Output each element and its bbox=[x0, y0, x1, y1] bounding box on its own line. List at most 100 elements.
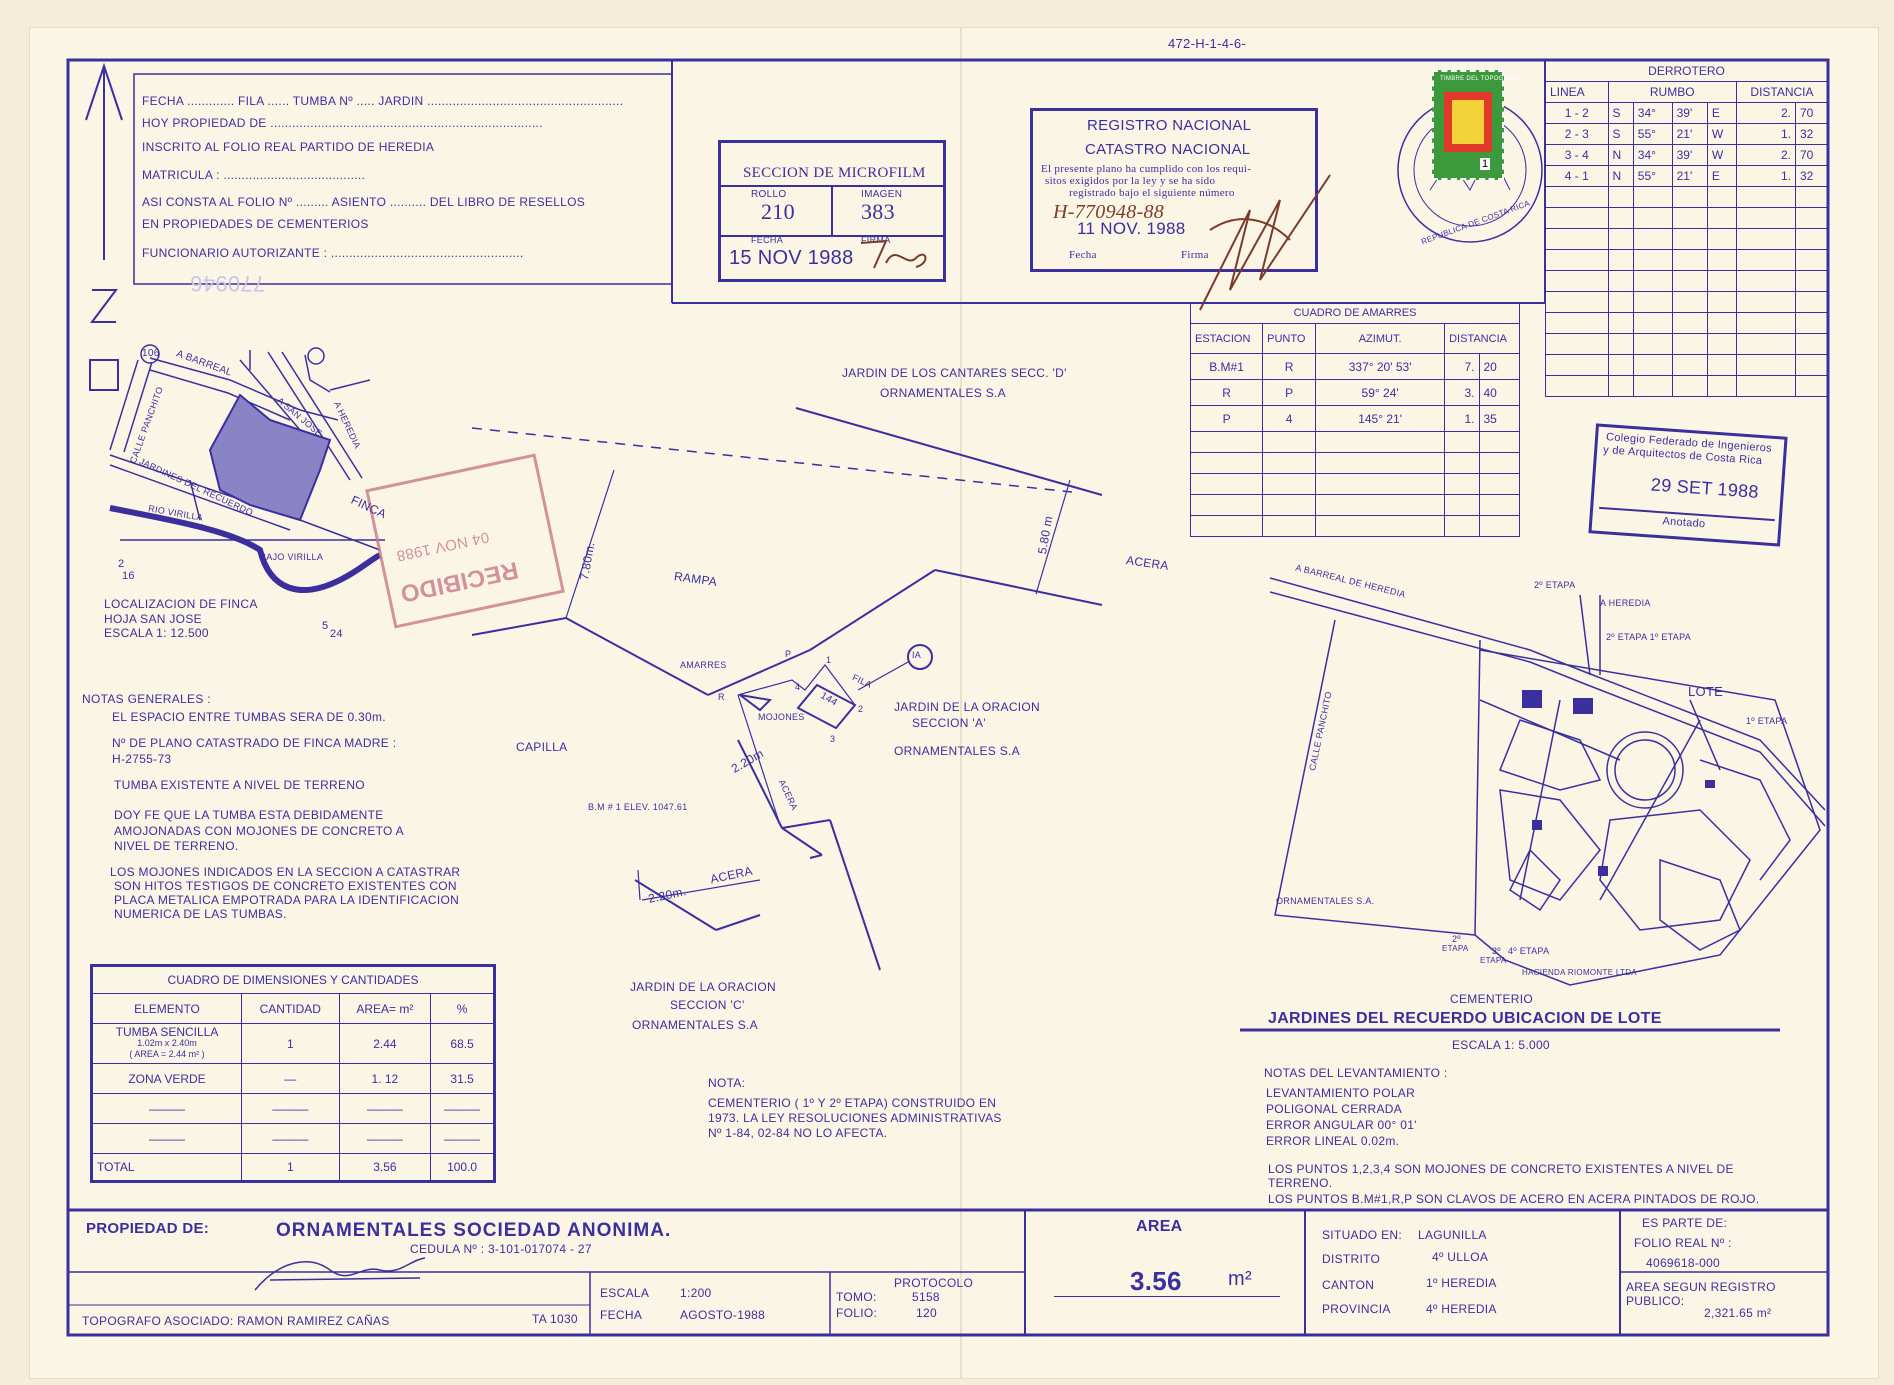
imagen-value: 383 bbox=[861, 199, 895, 224]
point-3: 3 bbox=[830, 734, 836, 744]
lev-puntos-1: LOS PUNTOS 1,2,3,4 SON MOJONES DE CONCRE… bbox=[1268, 1162, 1734, 1176]
site-label-etapa-b1: 2º bbox=[1452, 934, 1461, 944]
table-row: 3 - 4 N 34° 39' W 2. 70 bbox=[1545, 144, 1829, 166]
area-registro-label-2: PUBLICO: bbox=[1626, 1294, 1685, 1308]
grid-left-top: 2 bbox=[118, 558, 125, 570]
note-4c: NIVEL DE TERRENO. bbox=[114, 839, 239, 853]
table-row: R P 59° 24' 3. 40 bbox=[1189, 379, 1520, 406]
site-label-heredia: A HEREDIA bbox=[1600, 598, 1651, 608]
cell: P bbox=[1189, 405, 1264, 432]
grid-right-bottom: 24 bbox=[330, 628, 343, 640]
label-cantares-1: JARDIN DE LOS CANTARES SECC. 'D' bbox=[842, 366, 1067, 380]
table-row: B.M#1 R 337° 20' 53' 7. 20 bbox=[1189, 353, 1520, 380]
cell: W bbox=[1706, 123, 1737, 145]
lev-title: NOTAS DEL LEVANTAMIENTO : bbox=[1264, 1066, 1448, 1080]
note-1: EL ESPACIO ENTRE TUMBAS SERA DE 0.30m. bbox=[112, 710, 386, 724]
dim-header-cantidad: CANTIDAD bbox=[241, 993, 340, 1024]
table-row: TUMBA SENCILLA 1.02m x 2.40m ( AREA = 2.… bbox=[91, 1023, 495, 1064]
form-line-asiento: ASI CONSTA AL FOLIO Nº ......... ASIENTO… bbox=[142, 195, 586, 209]
situado-label: SITUADO EN: bbox=[1322, 1228, 1402, 1242]
registro-date: 11 NOV. 1988 bbox=[1077, 219, 1186, 238]
cell: TUMBA SENCILLA 1.02m x 2.40m ( AREA = 2.… bbox=[91, 1023, 242, 1064]
cell: 1. bbox=[1735, 123, 1796, 145]
dim-sub2-0: ( AREA = 2.44 m² ) bbox=[129, 1049, 205, 1059]
note-3: TUMBA EXISTENTE A NIVEL DE TERRENO bbox=[114, 778, 365, 792]
fiscal-stamp-value: 1 bbox=[1480, 158, 1491, 170]
map-label-106: 106 bbox=[142, 348, 160, 359]
fiscal-stamp-label: TIMBRE DEL TOPOGRAFO bbox=[1440, 76, 1522, 82]
cell: ——— bbox=[430, 1093, 495, 1124]
lev-line-2: POLIGONAL CERRADA bbox=[1266, 1102, 1403, 1116]
site-label-etapa-b4: 4º ETAPA bbox=[1508, 946, 1550, 956]
map-caption-1: LOCALIZACION DE FINCA bbox=[104, 597, 258, 611]
registro-firma-label: Firma bbox=[1181, 249, 1209, 261]
label-amarres: AMARRES bbox=[680, 660, 727, 670]
form-line-cementerios: EN PROPIEDADES DE CEMENTERIOS bbox=[142, 217, 369, 231]
cell: 21' bbox=[1671, 165, 1708, 187]
cell: ——— bbox=[338, 1093, 432, 1124]
grid-right-top: 5 bbox=[322, 620, 329, 632]
cell: N bbox=[1607, 165, 1634, 187]
site-label-etapa1: 1º ETAPA bbox=[1746, 716, 1788, 726]
cell: 3.56 bbox=[338, 1153, 432, 1182]
cell: 20 bbox=[1478, 353, 1520, 380]
recibido-word: RECIBIDO bbox=[397, 555, 521, 608]
label-oracion-a-1: JARDIN DE LA ORACION bbox=[894, 700, 1041, 714]
cell: ——— bbox=[241, 1093, 340, 1124]
registro-stamp: REGISTRO NACIONAL CATASTRO NACIONAL El p… bbox=[1030, 108, 1318, 272]
lev-line-4: ERROR LINEAL 0.02m. bbox=[1266, 1134, 1400, 1148]
site-label-etapa-b3: 3º bbox=[1492, 946, 1501, 956]
dimensiones-title: CUADRO DE DIMENSIONES Y CANTIDADES bbox=[91, 965, 495, 994]
note-5c: PLACA METALICA EMPOTRADA PARA LA IDENTIF… bbox=[114, 893, 460, 907]
cell: 7. bbox=[1444, 353, 1480, 380]
cell: 4 bbox=[1262, 405, 1317, 432]
note-5b: SON HITOS TESTIGOS DE CONCRETO EXISTENTE… bbox=[114, 879, 457, 893]
table-row: TOTAL 1 3.56 100.0 bbox=[91, 1153, 495, 1182]
amarres-header-distancia: DISTANCIA bbox=[1444, 323, 1520, 354]
point-2: 2 bbox=[858, 704, 864, 714]
point-1: 1 bbox=[826, 655, 832, 665]
area-registro-value: 2,321.65 m² bbox=[1704, 1306, 1772, 1320]
site-escala: ESCALA 1: 5.000 bbox=[1452, 1038, 1550, 1052]
canton-label: CANTON bbox=[1322, 1278, 1375, 1292]
cell: ——— bbox=[91, 1123, 242, 1154]
cell: 55° bbox=[1632, 123, 1673, 145]
cell: E bbox=[1706, 102, 1737, 124]
propietario: ORNAMENTALES SOCIEDAD ANONIMA. bbox=[276, 1220, 672, 1241]
area-registro-label-1: AREA SEGUN REGISTRO bbox=[1626, 1280, 1776, 1294]
registro-body-3: registrado bajo el siguiente número bbox=[1069, 187, 1235, 199]
nota-title: NOTA: bbox=[708, 1076, 746, 1090]
tomo-label: TOMO: bbox=[836, 1290, 877, 1304]
notes-title: NOTAS GENERALES : bbox=[82, 692, 211, 706]
cell: R bbox=[1262, 353, 1317, 380]
area-unit: m² bbox=[1228, 1268, 1252, 1290]
cell: 1 - 2 bbox=[1545, 102, 1609, 124]
registro-body-1: El presente plano ha cumplido con los re… bbox=[1041, 163, 1252, 175]
site-label-ornamentales: ORNAMENTALES S.A. bbox=[1276, 896, 1375, 906]
topografo: TOPOGRAFO ASOCIADO: RAMON RAMIREZ CAÑAS bbox=[82, 1314, 390, 1328]
lev-puntos-2: TERRENO. bbox=[1268, 1176, 1333, 1190]
area-value: 3.56 bbox=[1130, 1266, 1182, 1296]
situado-value: LAGUNILLA bbox=[1418, 1228, 1487, 1242]
site-label-etapa-b2: ETAPA bbox=[1442, 944, 1469, 953]
cell: 35 bbox=[1478, 405, 1520, 432]
amarres-header-azimut: AZIMUT. bbox=[1315, 323, 1446, 354]
cell: 70 bbox=[1794, 102, 1829, 124]
canton-value: 1º HEREDIA bbox=[1426, 1276, 1497, 1290]
ta-number: TA 1030 bbox=[532, 1312, 578, 1326]
provincia-label: PROVINCIA bbox=[1322, 1302, 1391, 1316]
registro-title-1: REGISTRO NACIONAL bbox=[1087, 117, 1252, 134]
cell: 55° bbox=[1632, 165, 1673, 187]
colegio-stamp: Colegio Federado de Ingenieros y de Arqu… bbox=[1588, 423, 1788, 547]
note-5a: LOS MOJONES INDICADOS EN LA SECCION A CA… bbox=[110, 865, 461, 879]
label-oracion-c-1: JARDIN DE LA ORACION bbox=[630, 980, 777, 994]
label-bm: B.M # 1 ELEV. 1047.61 bbox=[588, 802, 688, 812]
cell: 3. bbox=[1444, 379, 1480, 406]
cell: 59° 24' bbox=[1315, 379, 1446, 406]
fiscal-stamp: TIMBRE DEL TOPOGRAFO 1 bbox=[1432, 70, 1521, 180]
note-5d: NUMERICA DE LAS TUMBAS. bbox=[114, 907, 287, 921]
table-row: ——— ——— ——— ——— bbox=[91, 1093, 495, 1124]
cell: E bbox=[1706, 165, 1737, 187]
cell: 2 - 3 bbox=[1545, 123, 1609, 145]
provincia-value: 4º HEREDIA bbox=[1426, 1302, 1497, 1316]
